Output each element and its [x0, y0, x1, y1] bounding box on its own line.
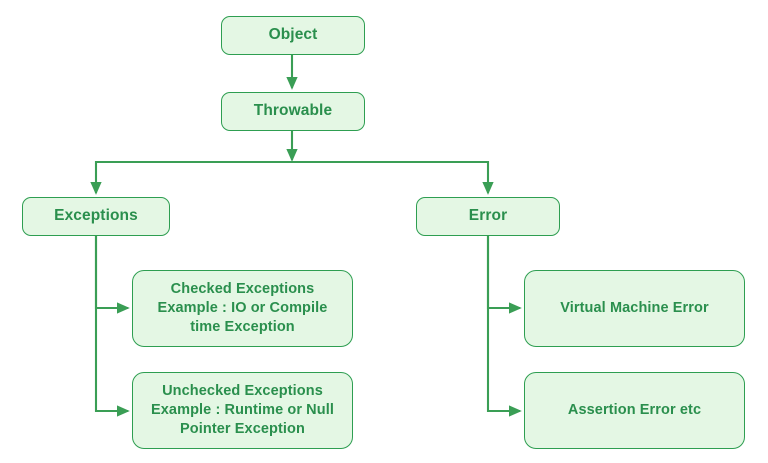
node-throwable[interactable]: Throwable [221, 92, 365, 131]
node-exceptions-label: Exceptions [54, 207, 138, 225]
node-checked-exceptions-line3: time Exception [190, 319, 295, 336]
edge-exceptions-to-checked [94, 236, 130, 314]
node-object-label: Object [268, 26, 318, 44]
node-virtual-machine-error-label: Virtual Machine Error [560, 299, 709, 316]
node-checked-exceptions-line2: Example : IO or Compile [157, 299, 328, 316]
node-unchecked-exceptions-text: Unchecked Exceptions Example : Runtime o… [151, 382, 334, 439]
node-object[interactable]: Object [221, 16, 365, 55]
node-virtual-machine-error[interactable]: Virtual Machine Error [524, 270, 745, 347]
edge-split-to-error [292, 160, 494, 195]
node-exceptions[interactable]: Exceptions [22, 197, 170, 236]
edge-error-to-vm-error [486, 236, 522, 314]
edge-error-to-assertion-error [486, 236, 522, 417]
node-error[interactable]: Error [416, 197, 560, 236]
node-assertion-error-label: Assertion Error etc [567, 401, 702, 418]
node-error-label: Error [468, 207, 508, 225]
node-unchecked-exceptions-line3: Pointer Exception [180, 421, 305, 438]
node-unchecked-exceptions[interactable]: Unchecked Exceptions Example : Runtime o… [132, 372, 353, 449]
node-checked-exceptions[interactable]: Checked Exceptions Example : IO or Compi… [132, 270, 353, 347]
node-throwable-label: Throwable [253, 102, 333, 120]
node-assertion-error[interactable]: Assertion Error etc [524, 372, 745, 449]
node-checked-exceptions-text: Checked Exceptions Example : IO or Compi… [158, 280, 328, 337]
edge-exceptions-to-unchecked [94, 236, 130, 417]
edge-split-to-exceptions [90, 160, 292, 195]
node-unchecked-exceptions-line2: Example : Runtime or Null [151, 401, 334, 418]
node-unchecked-exceptions-line1: Unchecked Exceptions [162, 382, 323, 399]
node-checked-exceptions-line1: Checked Exceptions [170, 280, 315, 297]
